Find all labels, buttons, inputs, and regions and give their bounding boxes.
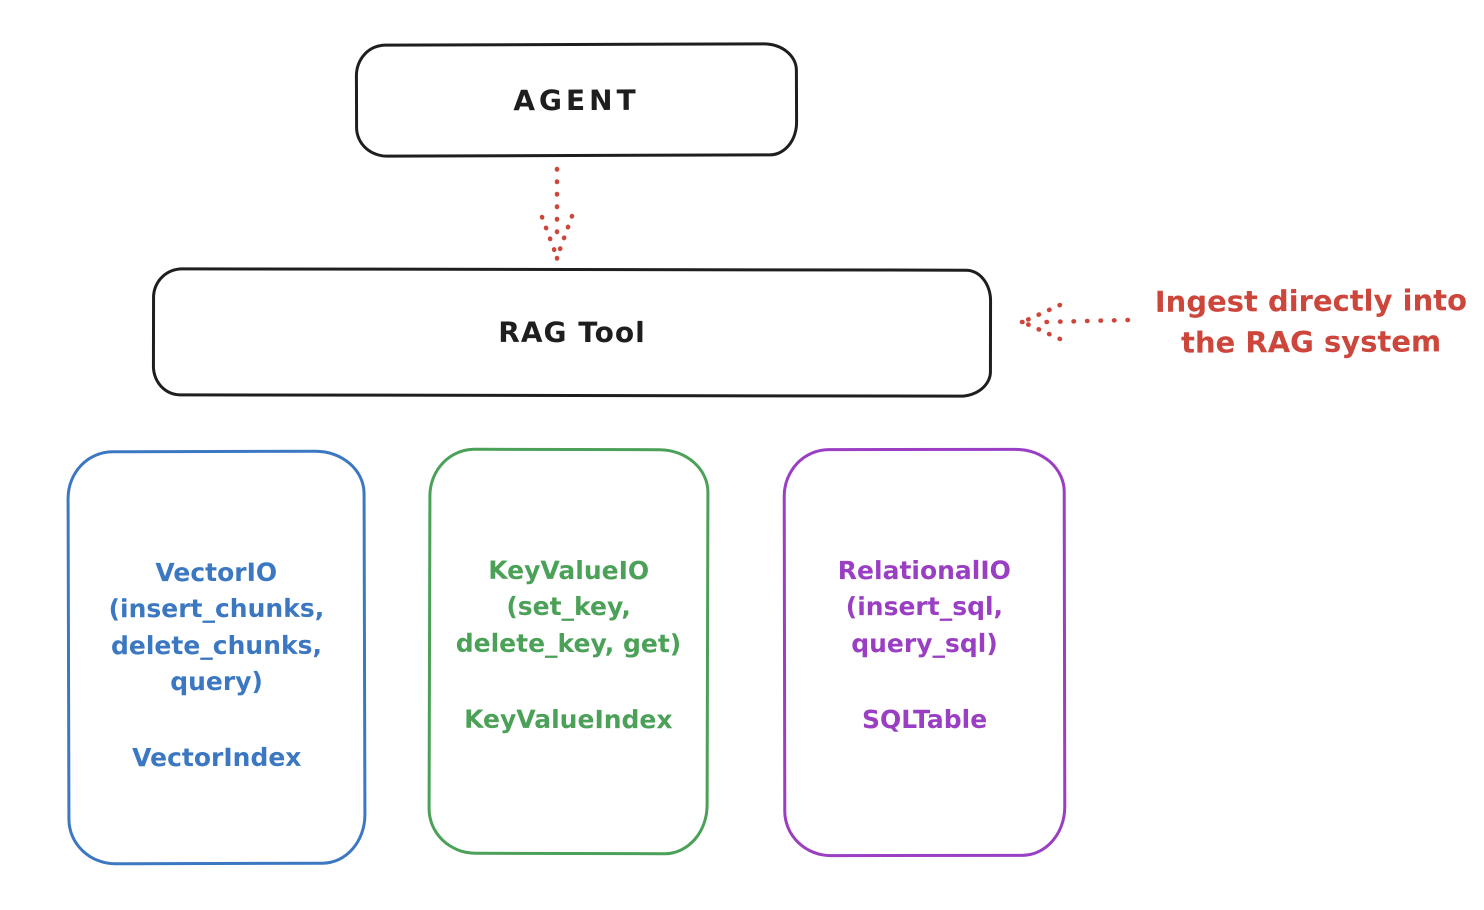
rag-tool-box-label: RAG Tool <box>498 315 646 350</box>
vector-io-box: VectorIO (insert_chunks, delete_chunks, … <box>66 449 367 866</box>
vector-io-body: VectorIO (insert_chunks, delete_chunks, … <box>108 557 325 696</box>
relational-io-body: RelationalIO (insert_sql, query_sql) <box>837 555 1011 658</box>
agent-box-label: AGENT <box>513 83 640 117</box>
agent-to-rag-dotted-down-arrow-icon <box>539 166 575 264</box>
keyvalue-io-box: KeyValueIO (set_key, delete_key, get) Ke… <box>427 447 710 856</box>
keyvalue-io-footer: KeyValueIndex <box>464 704 673 735</box>
relational-io-box: RelationalIO (insert_sql, query_sql) SQL… <box>782 447 1067 858</box>
rag-tool-box: RAG Tool <box>151 267 993 398</box>
vector-io-footer: VectorIndex <box>132 742 302 773</box>
ingest-annotation: Ingest directly into the RAG system <box>1154 283 1468 360</box>
agent-box: AGENT <box>354 42 799 158</box>
keyvalue-io-body: KeyValueIO (set_key, delete_key, get) <box>455 555 682 658</box>
ingest-dotted-left-arrow-icon <box>1019 302 1131 342</box>
relational-io-footer: SQLTable <box>861 704 988 734</box>
